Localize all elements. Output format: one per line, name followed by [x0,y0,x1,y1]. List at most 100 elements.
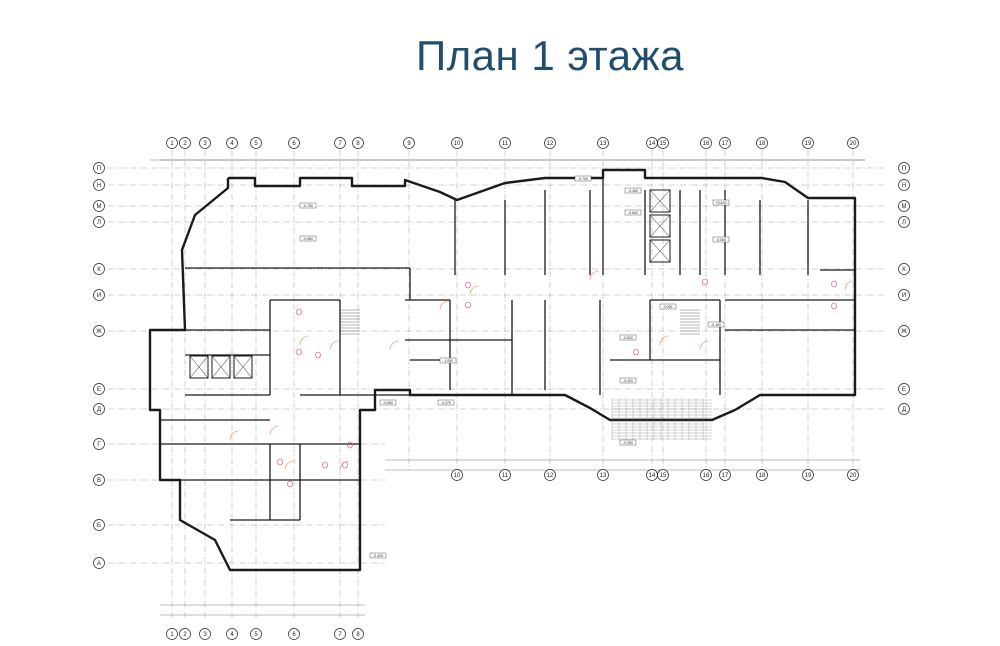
plan-details: -0.750-0.550-0.700-0.450-0.600+0.420-0.0… [189,175,855,559]
axis-bubble [93,403,105,415]
door-swing [659,335,670,346]
sanitary-fixture [315,351,321,359]
axis-bubble [597,137,609,149]
axis-label-text: 20 [850,473,857,479]
axis-bottom-8: 8 [352,628,364,640]
axis-label-text: 18 [759,473,766,479]
level-mark-box [299,235,317,242]
axis-top-19: 19 [802,137,814,149]
axis-bubble [93,438,105,450]
level-mark-text: -0.450 [628,189,638,193]
axis-bubble [334,628,346,640]
axis-label-text: 7 [338,632,342,638]
axis-top-20: 20 [847,137,859,149]
axis-label-text: В [97,478,101,484]
axis-label-text: Н [97,183,101,189]
axis-label-text: И [97,293,101,299]
axis-label-text: 14 [649,141,656,147]
sanitary-fixture [287,480,293,488]
elevator-shaft [189,355,209,379]
sanitary-fixture [342,461,348,469]
axis-top-18: 18 [756,137,768,149]
axis-bubble [179,137,191,149]
axis-grid-lines [108,150,885,620]
axis-bubble [334,137,346,149]
axis-bubble [93,325,105,337]
axis-top-2: 2 [179,137,191,149]
axis-label-text: 1 [170,141,174,147]
door-swing [269,425,280,436]
axis-label-text: Ж [96,329,102,335]
axis-left-М: М [93,200,105,212]
level-mark-box [707,321,725,328]
axis-bubble [93,216,105,228]
door-swing [699,340,710,351]
axis-bubble [597,469,609,481]
axis-label-text: Д [902,407,906,413]
axis-label-text: Б [97,523,101,529]
axis-bubble [93,289,105,301]
axis-label-text: 19 [805,141,812,147]
axis-label-text: М [97,204,102,210]
axis-bottom-5: 5 [250,628,262,640]
level-mark-box [437,399,455,406]
axis-right-Н: Н [898,179,910,191]
axis-label-text: 6 [292,141,296,147]
axis-label-text: 4 [230,141,234,147]
level-mark-box [712,199,730,206]
axis-bubble [847,137,859,149]
level-mark-box [624,187,642,194]
axis-right-И: И [898,289,910,301]
axis-label-text: П [902,166,906,172]
axis-bubble [352,628,364,640]
axis-bubble [352,137,364,149]
axis-left-П: П [93,162,105,174]
axis-bubble [847,469,859,481]
axis-bubble [657,469,669,481]
axis-bubble [898,403,910,415]
axis-label-text: Л [97,220,101,226]
sanitary-fixture [633,348,639,356]
axis-mid-18: 18 [756,469,768,481]
axis-top-4: 4 [226,137,238,149]
axis-label-text: 13 [600,473,607,479]
level-mark-text: -0.700 [578,177,588,181]
door-swing [329,340,340,351]
axis-bubble [657,137,669,149]
axis-bubble [93,263,105,275]
axis-top-9: 9 [403,137,415,149]
sanitary-fixture [296,348,302,356]
level-mark-box [574,175,592,182]
axis-bubble [199,137,211,149]
axis-label-text: П [97,166,101,172]
axis-label-text: 2 [183,141,187,147]
axis-mid-13: 13 [597,469,609,481]
axis-bubble [166,628,178,640]
axis-left-Д: Д [93,403,105,415]
sanitary-fixture [465,301,471,309]
axis-right-Ж: Ж [898,325,910,337]
axis-bubble [166,137,178,149]
axis-label-text: Н [902,183,906,189]
axis-label-text: 15 [660,473,667,479]
door-swing [284,460,295,471]
axis-bubble [199,628,211,640]
level-mark-box [659,303,677,310]
elevator-shaft [649,214,671,238]
sanitary-fixture [347,441,353,449]
door-swing [229,430,240,441]
axis-left-К: К [93,263,105,275]
axis-label-text: 19 [805,473,812,479]
axis-label-text: 10 [454,473,461,479]
axis-bubble [544,137,556,149]
axis-label-text: 2 [183,632,187,638]
axis-bubble [898,179,910,191]
axis-bubble [288,137,300,149]
axis-bubble [451,469,463,481]
elevator-shaft [233,355,253,379]
axis-label-text: 1 [170,632,174,638]
axis-label-text: 20 [850,141,857,147]
axis-left-Ж: Ж [93,325,105,337]
axis-bubble [250,137,262,149]
